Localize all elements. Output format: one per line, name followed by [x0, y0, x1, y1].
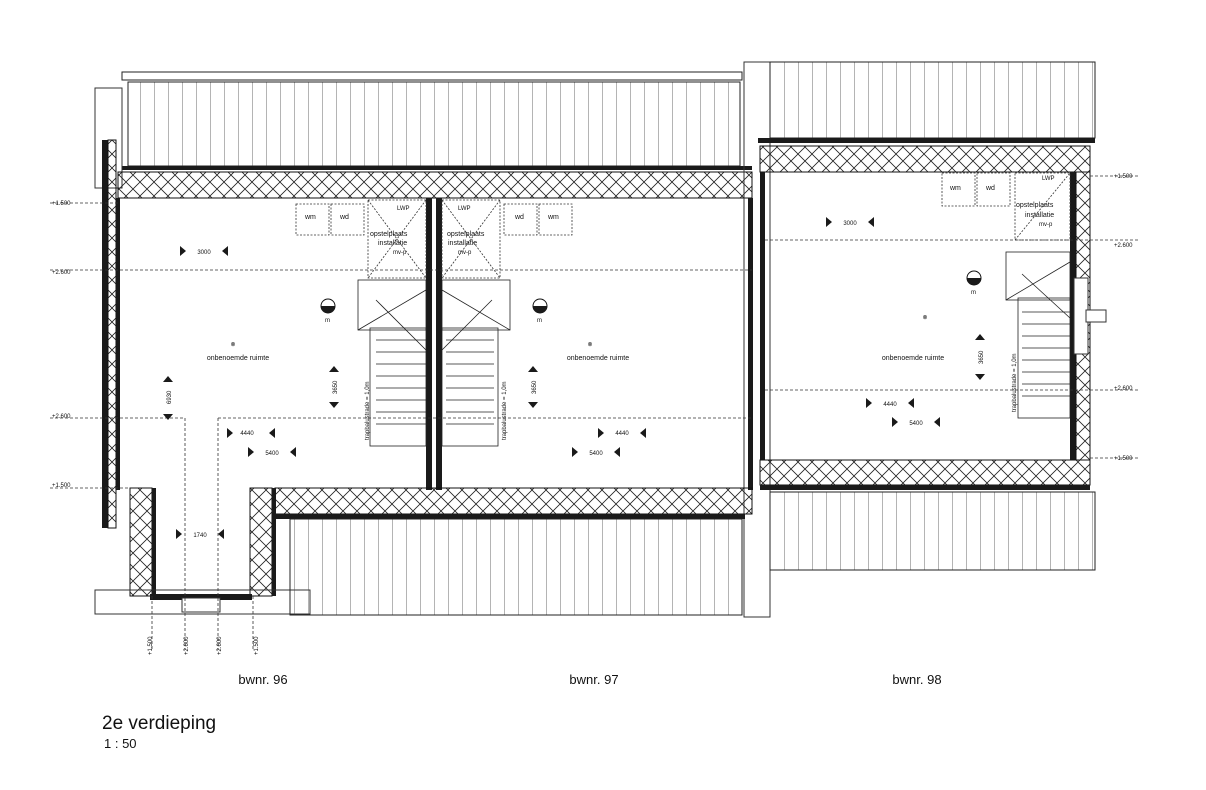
installation-label: installatie [378, 240, 407, 247]
stair-railing-label: trapbalustrade = 1,0m [502, 381, 508, 440]
ceiling-point-icon: ⊗ [922, 315, 927, 321]
installation-label: installatie [1025, 212, 1054, 219]
level-label: +2.600 [1114, 386, 1133, 392]
ventilation-label: mv-p [458, 250, 472, 256]
insulation-band-top-left [117, 171, 753, 199]
roof-bottom-left [289, 518, 743, 616]
dimension-label: 4440 [883, 402, 897, 408]
dimension-label: 4440 [240, 431, 254, 437]
ventilation-label: mv-p [393, 250, 407, 256]
level-label: +1.500 [52, 483, 71, 489]
level-label: +2.600 [217, 636, 223, 655]
walls-right [759, 171, 1107, 490]
level-label: +1.500 [52, 201, 71, 207]
level-label: +2.600 [52, 414, 71, 420]
level-label: +1.500 [148, 636, 154, 655]
dimension-label: 3000 [843, 221, 857, 227]
roof-bottom-right [769, 491, 1096, 571]
roof-top-right [743, 61, 1096, 618]
dimension-label: 5400 [909, 421, 923, 427]
dimension-markers: 3000 3000 4440 5400 4440 5400 4440 5400 … [163, 217, 985, 539]
appliances: wm wd wd wm wm wd [295, 172, 1011, 236]
dryer-label: wd [339, 214, 349, 221]
heat-pump-label: LWP [458, 206, 471, 212]
room-label: onbenoemde ruimte [567, 355, 629, 362]
smoke-detector-label: m [971, 290, 976, 296]
dimension-label: 4440 [615, 431, 629, 437]
dryer-label: wd [514, 214, 524, 221]
installation-zones: opstelplaats installatie opstelplaats in… [367, 172, 1071, 279]
level-labels: +1.500 +2.600 +2.600 +1.500 +1.500 +2.60… [52, 174, 1133, 655]
level-label: +1.500 [1114, 174, 1133, 180]
dimension-label: 3650 [979, 350, 985, 364]
smoke-detector-label: m [537, 318, 542, 324]
dimension-label: 5400 [265, 451, 279, 457]
dryer-label: wd [985, 185, 995, 192]
smoke-detector-label: m [325, 318, 330, 324]
level-label: +2.600 [52, 270, 71, 276]
installation-label: opstelplaats [370, 231, 408, 238]
installation-label: installatie [448, 240, 477, 247]
heat-pump-label: LWP [1042, 176, 1055, 182]
dimension-label: 3000 [197, 250, 211, 256]
unit-label-98: bwnr. 98 [892, 672, 941, 687]
room-label: onbenoemde ruimte [207, 355, 269, 362]
level-label: +1.500 [254, 636, 260, 655]
drawing-scale: 1 : 50 [104, 736, 137, 751]
ceiling-point-icon: ⊗ [230, 342, 235, 348]
ventilation-label: mv-p [1039, 222, 1053, 228]
unit-label-96: bwnr. 96 [238, 672, 287, 687]
unit-label-97: bwnr. 97 [569, 672, 618, 687]
stair-railing-label: trapbalustrade = 1,0m [365, 381, 371, 440]
dimension-label: 3650 [333, 380, 339, 394]
room-label: onbenoemde ruimte [882, 355, 944, 362]
dimension-label: 5400 [589, 451, 603, 457]
washing-machine-label: wm [304, 214, 316, 221]
dimension-label: 3650 [532, 380, 538, 394]
washing-machine-label: wm [949, 185, 961, 192]
smoke-detectors: m m m ⊗ ⊗ ⊗ [230, 270, 982, 348]
roof-top-left [94, 71, 752, 189]
insulation-band-top-right [759, 145, 1091, 173]
ceiling-point-icon: ⊗ [587, 342, 592, 348]
dimension-label: 1740 [193, 533, 207, 539]
staircases: trapbalustrade = 1,0m trapbalustrade = 1… [357, 251, 1071, 447]
dimension-label: 6930 [167, 390, 173, 404]
heat-pump-label: LWP [397, 206, 410, 212]
level-label: +2.600 [1114, 243, 1133, 249]
level-label: +2.600 [184, 636, 190, 655]
level-label: +1.500 [1114, 456, 1133, 462]
washing-machine-label: wm [547, 214, 559, 221]
installation-label: opstelplaats [447, 231, 485, 238]
installation-label: opstelplaats [1016, 202, 1054, 209]
drawing-title: 2e verdieping [102, 713, 216, 734]
stair-railing-label: trapbalustrade = 1,0m [1012, 353, 1018, 412]
